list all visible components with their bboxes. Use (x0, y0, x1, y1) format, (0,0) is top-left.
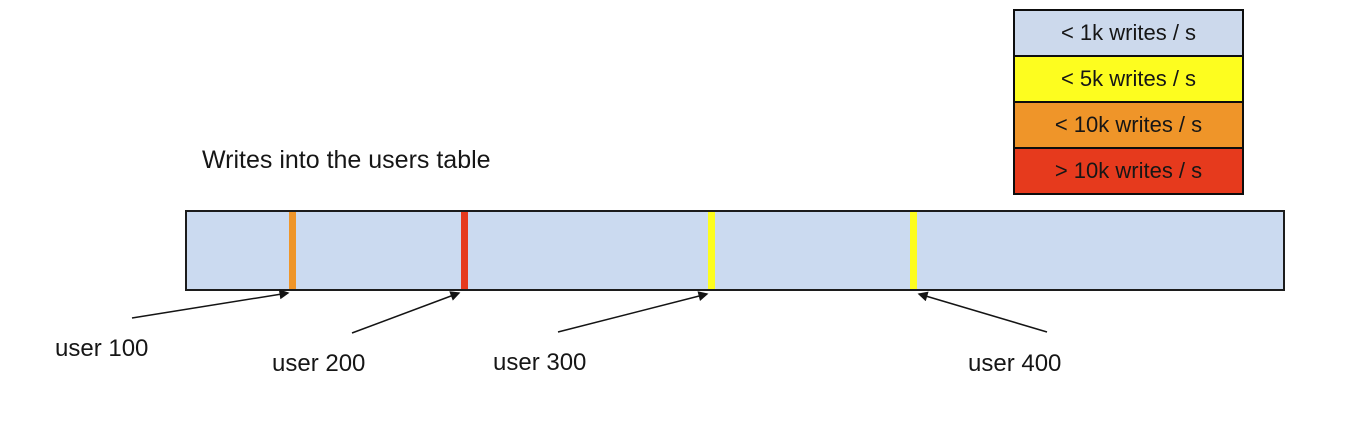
write-hotspot-marker-user-300 (708, 212, 715, 289)
legend-item-lt-5k: < 5k writes / s (1013, 55, 1244, 103)
legend-item-label: < 1k writes / s (1060, 20, 1197, 45)
legend: < 1k writes / s < 5k writes / s < 10k wr… (1013, 9, 1244, 195)
legend-item-label: < 10k writes / s (1054, 112, 1203, 137)
marker-label-user-300: user 300 (493, 349, 587, 376)
arrow-user-200 (351, 291, 461, 334)
users-table-bar (185, 210, 1285, 291)
arrow-user-300 (557, 291, 709, 333)
marker-label-user-100: user 100 (55, 335, 149, 362)
arrow-user-100 (131, 289, 290, 319)
legend-item-label: > 10k writes / s (1054, 158, 1203, 183)
marker-label-user-200: user 200 (272, 350, 366, 377)
legend-item-lt-1k: < 1k writes / s (1013, 9, 1244, 57)
marker-label-user-400: user 400 (968, 350, 1062, 377)
write-hotspot-marker-user-200 (461, 212, 468, 289)
legend-item-gt-10k: > 10k writes / s (1013, 147, 1244, 195)
write-hotspot-marker-user-400 (910, 212, 917, 289)
arrow-user-400 (917, 291, 1048, 333)
legend-item-label: < 5k writes / s (1060, 66, 1197, 91)
legend-item-lt-10k: < 10k writes / s (1013, 101, 1244, 149)
write-hotspot-marker-user-100 (289, 212, 296, 289)
diagram-title: Writes into the users table (202, 146, 491, 174)
